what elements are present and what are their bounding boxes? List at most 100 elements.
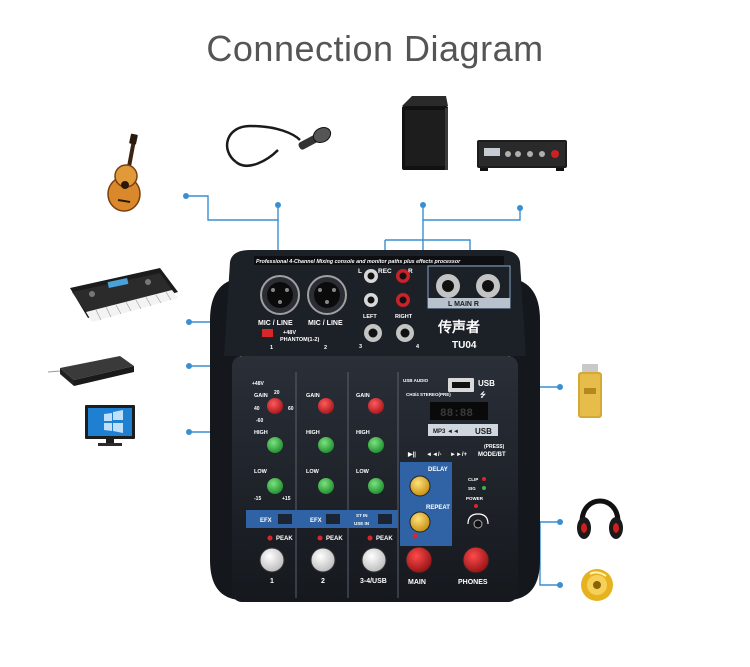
mode-bt-button[interactable]: MODE/BT	[478, 452, 506, 458]
ch34-low-label: LOW	[356, 469, 370, 475]
mic-line-label-2: MIC / LINE	[308, 320, 343, 327]
ch2-peak-label: PEAK	[326, 536, 343, 542]
mixer-top-banner: Professional 4-Channel Mixing console an…	[256, 259, 461, 265]
headphones-icon	[577, 498, 623, 539]
channel-number-1: 1	[270, 345, 273, 351]
ch1-volume-knob[interactable]	[259, 547, 285, 573]
xlr-input-1[interactable]	[260, 275, 300, 315]
main-out-right[interactable]	[476, 274, 500, 298]
ch1-peak-label: PEAK	[276, 536, 293, 542]
ch1-efx-label: EFX	[260, 518, 272, 524]
usb-flash-drive-icon	[578, 364, 602, 418]
repeat-label: REPEAT	[426, 505, 450, 511]
delay-label: DELAY	[428, 467, 448, 473]
led-display	[430, 402, 488, 420]
usb-audio-label: USB AUDIO	[403, 378, 429, 383]
ch2-high-label: HIGH	[306, 430, 320, 436]
ch34-stereo-label: CH3/4 STEREO(PRE)	[406, 392, 451, 397]
ch2-volume-knob[interactable]	[310, 547, 336, 573]
st-in-label: ST IN	[356, 513, 368, 518]
phantom-switch[interactable]	[262, 329, 273, 337]
ch1-scale-neg60: -60	[256, 418, 263, 424]
ch34-peak-label: PEAK	[376, 536, 393, 542]
page-title: Connection Diagram	[206, 28, 544, 69]
dvd-player-icon	[47, 356, 134, 386]
input-rca-left[interactable]	[364, 293, 378, 307]
microphone-icon	[225, 124, 332, 167]
rec-rca-left[interactable]	[364, 269, 378, 283]
ch34-low-knob[interactable]	[368, 478, 384, 494]
main-out-left[interactable]	[436, 274, 460, 298]
mic-line-label-1: MIC / LINE	[258, 320, 293, 327]
amplifier-icon	[477, 140, 567, 171]
power-label: POWER	[466, 496, 484, 501]
ch1-low-knob[interactable]	[267, 478, 283, 494]
ch2-efx-label: EFX	[310, 518, 322, 524]
input-rca-right[interactable]	[396, 293, 410, 307]
ch1-efx-button[interactable]	[278, 514, 292, 524]
transport-prev[interactable]: ◄◄/-	[426, 452, 442, 458]
guitar-icon	[107, 133, 141, 212]
connector-dots	[183, 193, 563, 588]
brand-name: 传声者	[437, 319, 480, 335]
clip-label: CLIP	[468, 477, 478, 482]
ch1-scale-plus15: +15	[282, 496, 291, 502]
model-name: TU04	[452, 340, 477, 351]
ch1-high-knob[interactable]	[267, 437, 283, 453]
speaker-icon	[402, 96, 448, 170]
ch2-low-knob[interactable]	[318, 478, 334, 494]
use-in-label: USE IN	[354, 521, 369, 526]
mixer-device: Professional 4-Channel Mixing console an…	[210, 250, 540, 602]
fader-label-34: 3-4/USB	[360, 578, 387, 585]
rec-label: REC	[378, 268, 392, 275]
fader-label-2: 2	[321, 578, 325, 585]
mp3-label: MP3 ◄◄	[433, 429, 459, 435]
line-input-3[interactable]	[364, 324, 382, 342]
ch34-gain-label: GAIN	[356, 393, 370, 399]
delay-knob[interactable]	[409, 475, 431, 497]
rec-rca-right[interactable]	[396, 269, 410, 283]
ch2-high-knob[interactable]	[318, 437, 334, 453]
ch2-gain-knob[interactable]	[318, 398, 334, 414]
xlr-input-2[interactable]	[307, 275, 347, 315]
ch34-high-knob[interactable]	[368, 437, 384, 453]
headphone-jack[interactable]	[467, 513, 489, 529]
electronic-keyboard-icon	[70, 268, 178, 322]
ch34-volume-knob[interactable]	[361, 547, 387, 573]
usb-icon: ⭍	[480, 391, 486, 399]
channel-number-2: 2	[324, 345, 327, 351]
ch34-gain-knob[interactable]	[368, 398, 384, 414]
ch1-scale-20: 20	[274, 390, 280, 396]
ch2-low-label: LOW	[306, 469, 320, 475]
phantom-48v-label: +48V	[283, 330, 296, 336]
transport-play[interactable]: ▶||	[407, 451, 416, 458]
rec-l-label: L	[358, 268, 362, 275]
fader-label-main: MAIN	[408, 579, 426, 586]
fader-label-1: 1	[270, 578, 274, 585]
ch2-gain-label: GAIN	[306, 393, 320, 399]
ch1-low-label: LOW	[254, 469, 268, 475]
right-input-label: RIGHT	[395, 314, 413, 320]
ch1-gain-knob[interactable]	[267, 398, 283, 414]
ch1-scale-60: 60	[288, 406, 294, 412]
main-volume-knob[interactable]	[405, 546, 433, 574]
main-out-label: L MAIN R	[448, 301, 479, 308]
ch1-high-label: HIGH	[254, 430, 268, 436]
transport-next[interactable]: ►►/+	[450, 452, 468, 458]
sig-label: SIG	[468, 486, 476, 491]
phantom-label: PHANTOM(1-2)	[280, 337, 319, 343]
phantom-indicator-label: +48V	[252, 381, 264, 387]
ch2-efx-button[interactable]	[326, 514, 340, 524]
line-input-4[interactable]	[396, 324, 414, 342]
computer-monitor-icon	[85, 405, 135, 446]
ch34-high-label: HIGH	[356, 430, 370, 436]
st-use-switch[interactable]	[378, 514, 392, 524]
display-text: 88:88	[440, 408, 473, 420]
mode-usb-label: USB	[475, 427, 492, 436]
phones-volume-knob[interactable]	[462, 546, 490, 574]
left-input-label: LEFT	[363, 314, 377, 320]
earphones-icon	[581, 569, 613, 601]
repeat-knob[interactable]	[409, 511, 431, 533]
